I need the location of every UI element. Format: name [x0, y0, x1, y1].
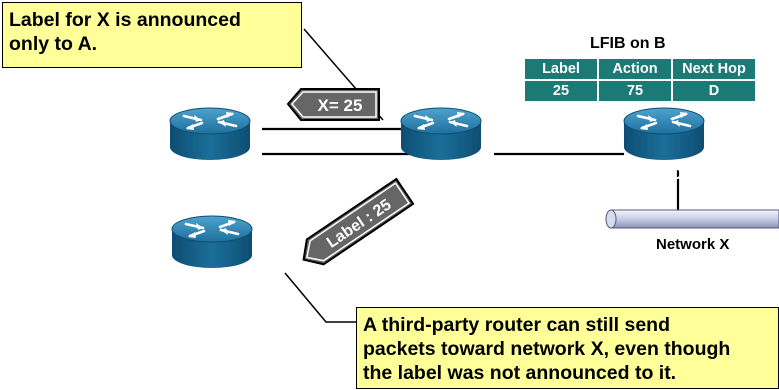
router-third-party[interactable] — [170, 214, 254, 270]
lfib-title: LFIB on B — [590, 35, 666, 52]
top-callout-line-1: Label for X is announced — [9, 9, 241, 31]
top-callout-line-2: only to A. — [9, 33, 98, 55]
x-tag-text: X= 25 — [318, 96, 363, 115]
lfib-header-label: Label — [525, 59, 597, 79]
lfib-cell-label: 25 — [525, 81, 597, 101]
lfib-header-row: Label Action Next Hop — [525, 59, 755, 79]
network-x-label: Network X — [656, 236, 730, 253]
router-d-label: D — [671, 166, 683, 183]
lfib-header-next-hop: Next Hop — [673, 59, 755, 79]
router-a-label: A — [221, 166, 233, 183]
bottom-callout-line-1: A third-party router can still send — [363, 314, 670, 336]
lfib-cell-action: 75 — [599, 81, 671, 101]
lfib-row: 25 75 D — [525, 81, 755, 101]
bottom-callout-line-3: the label was not announced to it. — [363, 362, 677, 384]
top-callout: Label for X is announced only to A. — [2, 2, 302, 68]
bottom-callout-line-2: packets toward network X, even though — [363, 338, 731, 360]
bottom-callout: A third-party router can still send pack… — [356, 307, 779, 389]
label-tag: Label : 25 — [302, 177, 415, 266]
x-label-tag: X= 25 — [286, 88, 380, 121]
bottom-callout-leader — [284, 272, 356, 323]
links — [262, 127, 680, 212]
lfib-header-action: Action — [599, 59, 671, 79]
lfib-table: Label Action Next Hop 25 75 D — [523, 57, 757, 103]
lfib-cell-next-hop: D — [673, 81, 755, 101]
network-x-segment — [605, 209, 779, 229]
router-a[interactable] — [168, 106, 252, 162]
router-b[interactable] — [399, 106, 483, 162]
router-d[interactable] — [622, 106, 706, 162]
router-b-label: B — [447, 166, 459, 183]
